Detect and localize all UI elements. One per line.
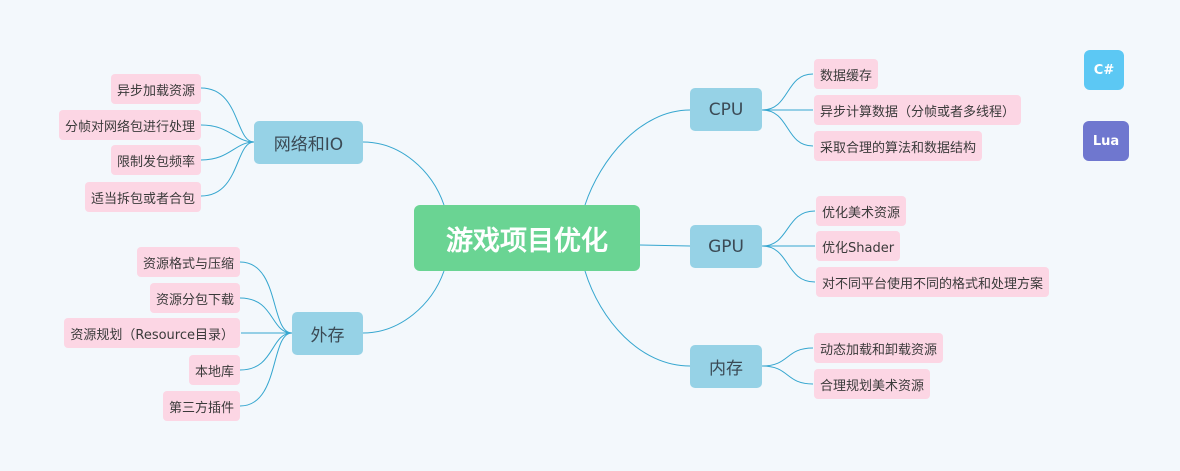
link-gpu-leaf-1 [761,210,816,247]
link-storage-leaf-1 [239,261,293,334]
leaf-platform-formats[interactable]: 对不同平台使用不同的格式和处理方案 [816,267,1050,297]
leaf-optimize-shader[interactable]: 优化Shader [816,231,901,261]
link-central-storage [362,270,445,334]
link-cpu-leaf-3 [761,109,814,147]
link-storage-leaf-4 [239,332,293,371]
leaf-third-party-plugins[interactable]: 第三方插件 [162,391,240,421]
leaf-split-merge-packets[interactable]: 适当拆包或者合包 [84,182,201,212]
link-network-leaf-2 [200,124,255,143]
link-central-network [362,141,445,206]
link-storage-leaf-5 [239,332,293,407]
leaf-data-cache[interactable]: 数据缓存 [814,59,879,89]
branch-network-io[interactable]: 网络和IO [254,121,363,164]
leaf-resource-format-compression[interactable]: 资源格式与压缩 [136,247,240,277]
link-gpu-leaf-3 [761,245,816,283]
leaf-algorithms-structures[interactable]: 采取合理的算法和数据结构 [814,131,983,161]
link-cpu-leaf-1 [761,73,814,111]
link-network-leaf-1 [200,87,255,143]
branch-storage[interactable]: 外存 [292,312,363,355]
leaf-local-library[interactable]: 本地库 [188,355,240,385]
csharp-tag[interactable]: C# [1084,50,1124,90]
leaf-dynamic-load-unload[interactable]: 动态加载和卸载资源 [814,333,944,363]
leaf-plan-art-assets[interactable]: 合理规划美术资源 [814,369,931,399]
link-central-cpu [584,109,691,206]
leaf-limit-send-rate[interactable]: 限制发包频率 [110,145,201,175]
branch-memory[interactable]: 内存 [690,345,762,388]
leaf-resource-planning[interactable]: 资源规划（Resource目录） [64,318,240,348]
leaf-optimize-art-assets[interactable]: 优化美术资源 [816,196,907,226]
leaf-resource-package-download[interactable]: 资源分包下载 [149,283,240,313]
link-network-leaf-3 [200,141,255,161]
link-storage-leaf-2 [239,297,293,334]
link-memory-leaf-1 [761,347,814,367]
link-central-memory [584,270,691,367]
branch-cpu[interactable]: CPU [690,88,762,131]
leaf-async-compute[interactable]: 异步计算数据（分帧或者多线程） [814,95,1022,125]
leaf-frame-split-packets[interactable]: 分帧对网络包进行处理 [58,110,201,140]
branch-gpu[interactable]: GPU [690,225,762,268]
leaf-async-load-resources[interactable]: 异步加载资源 [110,74,201,104]
central-topic[interactable]: 游戏项目优化 [414,205,640,271]
link-network-leaf-4 [200,141,255,197]
link-central-gpu [639,244,691,247]
link-memory-leaf-2 [761,365,814,385]
lua-tag[interactable]: Lua [1083,121,1129,161]
